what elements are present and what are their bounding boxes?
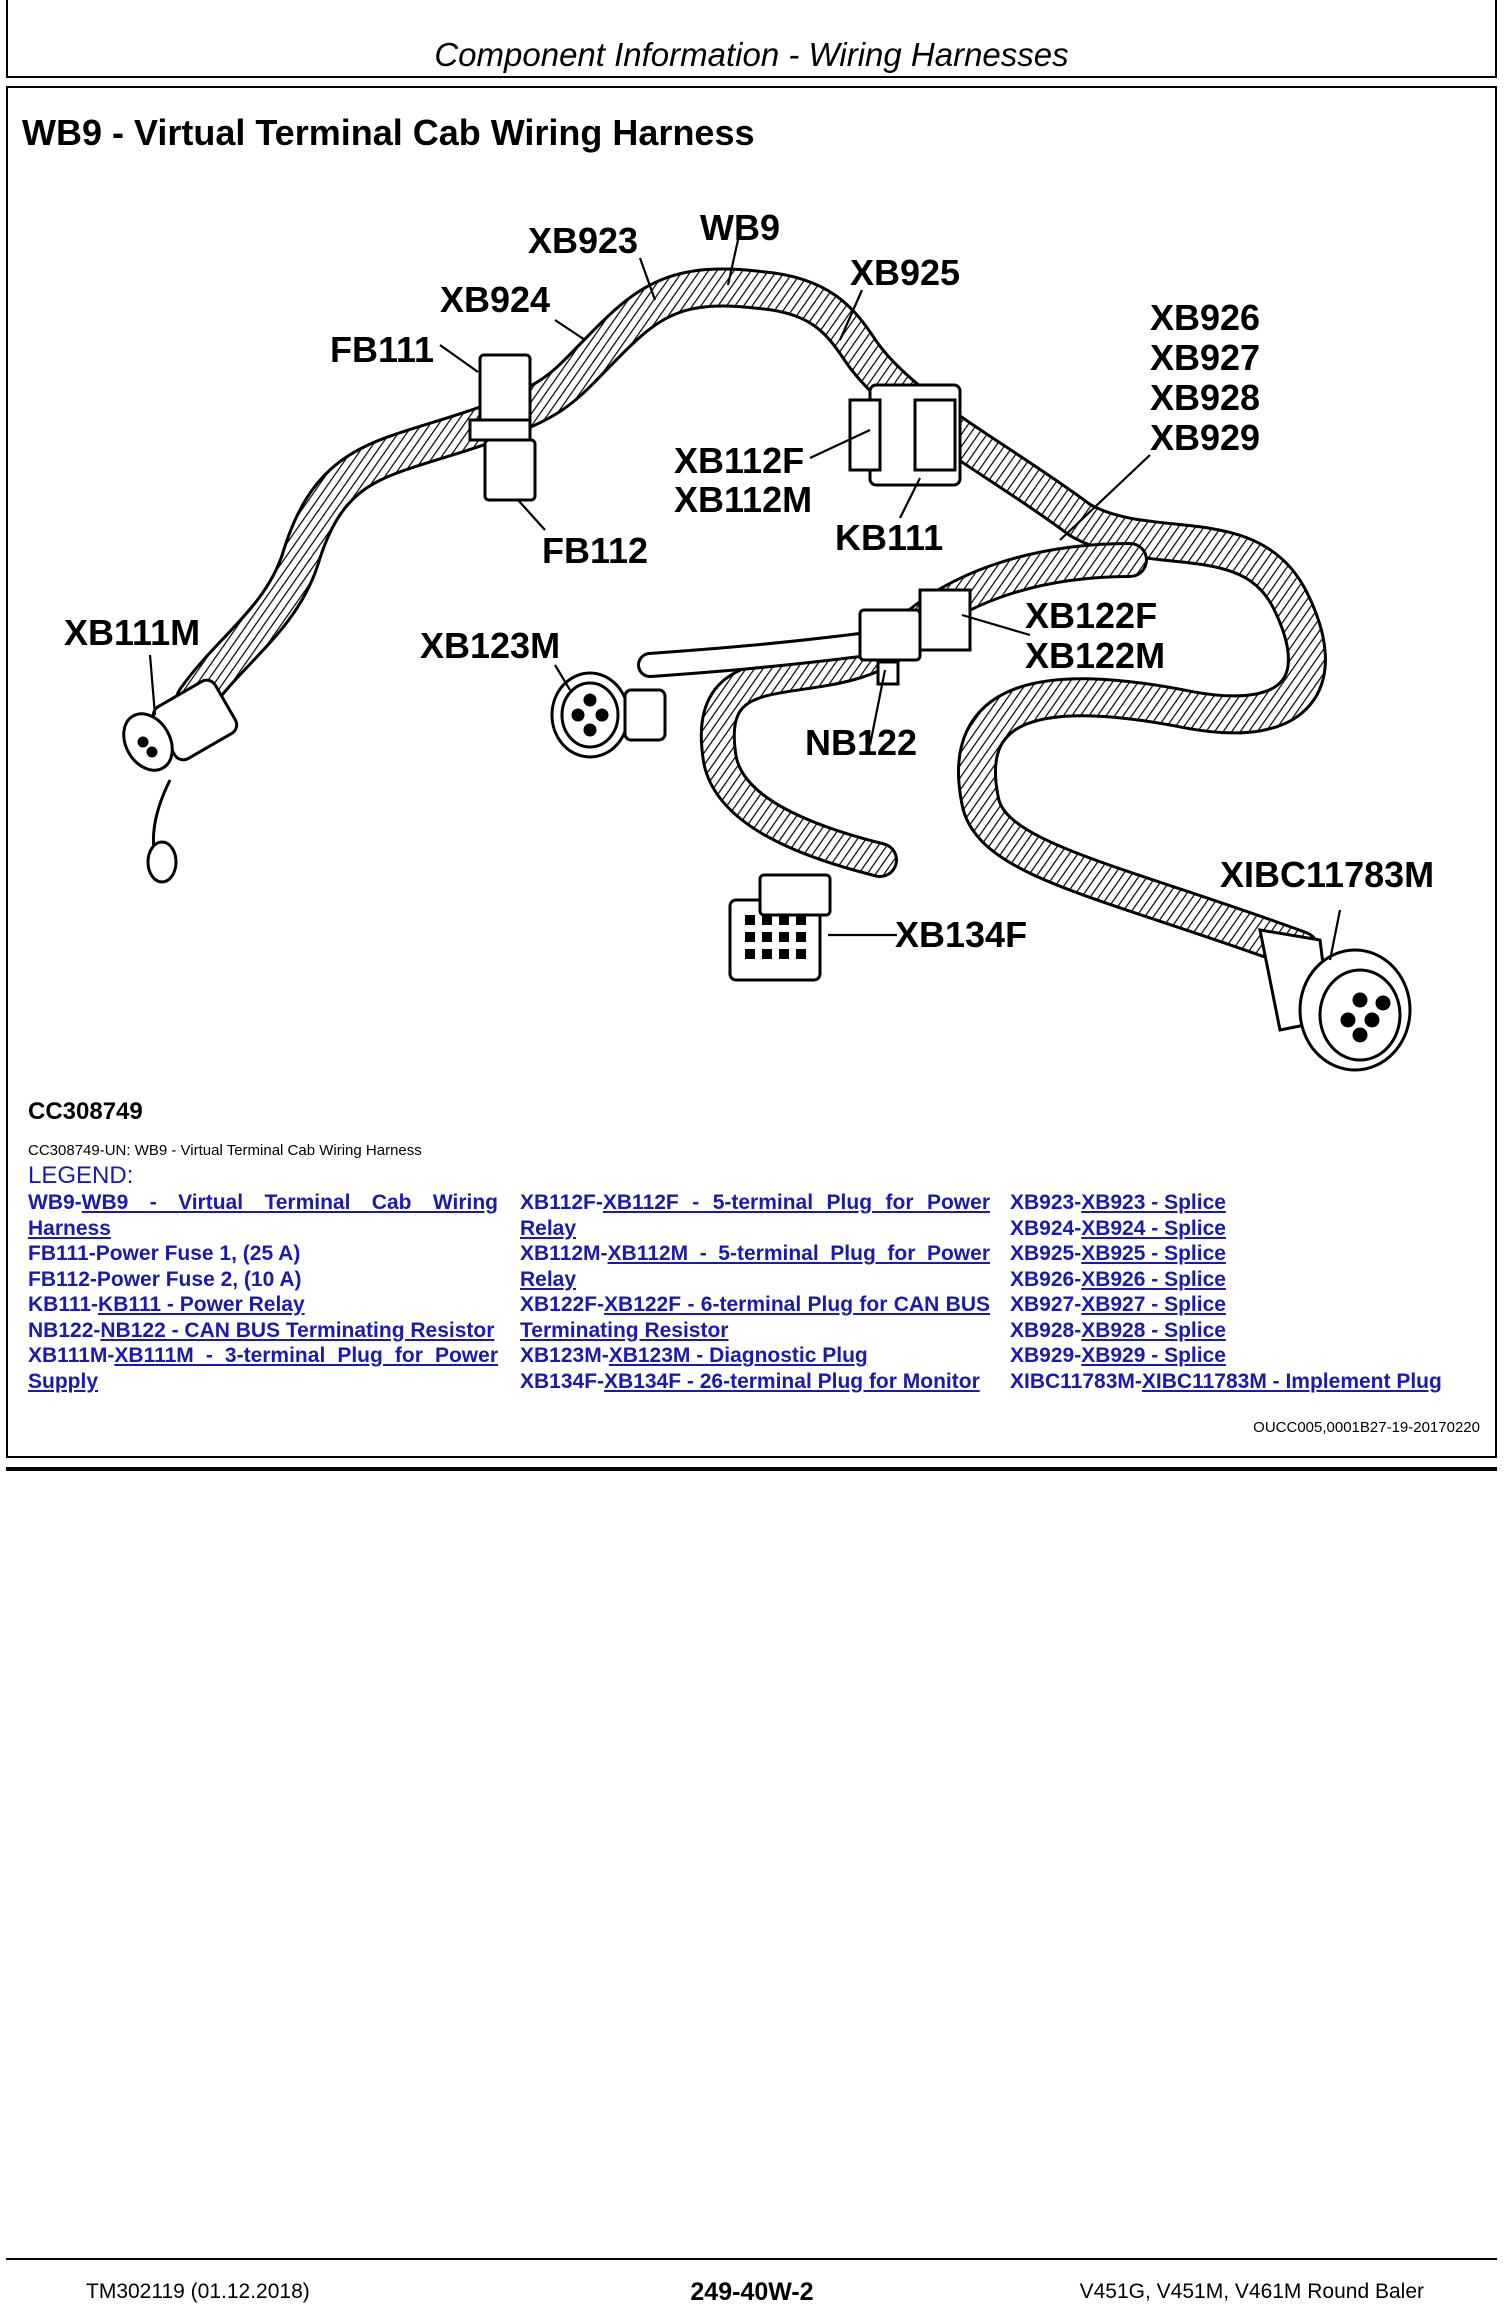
label-xb928: XB928: [1150, 377, 1260, 418]
legend-item[interactable]: XB134F-XB134F - 26-terminal Plug for Mon…: [520, 1369, 980, 1393]
harness-diagram: XB923 WB9 XB925 XB924 FB111 XB926 XB927 …: [64, 207, 1434, 1072]
legend-item[interactable]: XB111M-XB111M - 3-terminal Plug for Powe…: [28, 1344, 498, 1393]
legend-item[interactable]: XB923-XB923 - Splice: [1010, 1191, 1226, 1214]
label-xb112f: XB112F: [674, 440, 804, 481]
fuse-block: [468, 353, 537, 502]
legend-item[interactable]: XB929-XB929 - Splice: [1010, 1344, 1226, 1367]
legend-item[interactable]: XB123M-XB123M - Diagnostic Plug: [520, 1344, 868, 1367]
label-xb122f: XB122F: [1025, 595, 1157, 636]
leader-lines: [148, 239, 1342, 961]
footer-rule: [6, 2258, 1497, 2260]
xb134f-plug: [728, 873, 832, 982]
legend-item[interactable]: WB9-WB9 - Virtual Terminal Cab Wiring Ha…: [28, 1191, 498, 1240]
label-xb122m: XB122M: [1025, 635, 1165, 676]
section-title: WB9 - Virtual Terminal Cab Wiring Harnes…: [22, 112, 755, 153]
label-xb112m: XB112M: [674, 479, 812, 520]
xb111m-plug: [122, 678, 239, 884]
legend-item[interactable]: FB112-Power Fuse 2, (10 A): [28, 1267, 302, 1291]
legend-item[interactable]: KB111-KB111 - Power Relay: [28, 1293, 305, 1316]
relay-block: [848, 383, 962, 487]
content-bottom-rule: [6, 1467, 1497, 1471]
footer-manual-id: TM302119 (01.12.2018): [86, 2280, 310, 2303]
label-xb927: XB927: [1150, 337, 1260, 378]
label-xb923: XB923: [528, 220, 638, 261]
label-nb122: NB122: [805, 722, 917, 763]
legend-item[interactable]: XB122F-XB122F - 6-terminal Plug for CAN …: [520, 1293, 990, 1342]
label-xb924: XB924: [440, 279, 550, 320]
legend-item[interactable]: XB927-XB927 - Splice: [1010, 1293, 1226, 1316]
figure-id: CC308749: [28, 1098, 143, 1125]
legend-item[interactable]: XIBC11783M-XIBC11783M - Implement Plug: [1010, 1369, 1442, 1393]
legend-column-2: XB112F-XB112F - 5-terminal Plug for Powe…: [520, 1190, 990, 1394]
label-xb111m: XB111M: [64, 612, 200, 653]
label-xb123m: XB123M: [420, 625, 560, 666]
legend-item[interactable]: XB924-XB924 - Splice: [1010, 1216, 1226, 1240]
label-kb111: KB111: [835, 517, 943, 558]
legend-item[interactable]: XB925-XB925 - Splice: [1010, 1242, 1226, 1265]
legend-title: LEGEND:: [28, 1162, 134, 1189]
document-reference: OUCC005,0001B27-19-20170220: [1253, 1419, 1480, 1436]
label-xibc11783m: XIBC11783M: [1220, 854, 1434, 895]
legend-item[interactable]: FB111-Power Fuse 1, (25 A): [28, 1242, 301, 1265]
page-header-title: Component Information - Wiring Harnesses: [434, 36, 1069, 73]
xibc11783m-plug: [1258, 928, 1412, 1072]
legend-item[interactable]: XB112F-XB112F - 5-terminal Plug for Powe…: [520, 1191, 990, 1240]
header-frame: Component Information - Wiring Harnesses: [6, 0, 1497, 78]
legend-column-1: WB9-WB9 - Virtual Terminal Cab Wiring Ha…: [28, 1190, 498, 1394]
footer-model: V451G, V451M, V461M Round Baler: [1079, 2280, 1424, 2303]
label-xb926: XB926: [1150, 297, 1260, 338]
label-xb929: XB929: [1150, 417, 1260, 458]
legend-item[interactable]: XB928-XB928 - Splice: [1010, 1318, 1226, 1342]
legend-column-3: XB923-XB923 - Splice XB924-XB924 - Splic…: [1010, 1190, 1480, 1394]
label-wb9: WB9: [700, 207, 780, 248]
label-fb111: FB111: [330, 329, 434, 370]
harness-conduit: [175, 267, 1327, 970]
nb122-connector: [858, 588, 972, 686]
label-xb134f: XB134F: [895, 914, 1027, 955]
callout-labels: XB923 WB9 XB925 XB924 FB111 XB926 XB927 …: [64, 207, 1434, 955]
content-frame: [6, 86, 1497, 1458]
label-fb112: FB112: [542, 530, 648, 571]
legend-item[interactable]: XB112M-XB112M - 5-terminal Plug for Powe…: [520, 1242, 990, 1291]
figure-caption: CC308749-UN: WB9 - Virtual Terminal Cab …: [28, 1142, 422, 1159]
label-xb925: XB925: [850, 252, 960, 293]
footer-page-number: 249-40W-2: [690, 2278, 814, 2306]
xb123m-plug: [550, 671, 667, 759]
legend-item[interactable]: XB926-XB926 - Splice: [1010, 1267, 1226, 1291]
legend-item[interactable]: NB122-NB122 - CAN BUS Terminating Resist…: [28, 1318, 495, 1342]
